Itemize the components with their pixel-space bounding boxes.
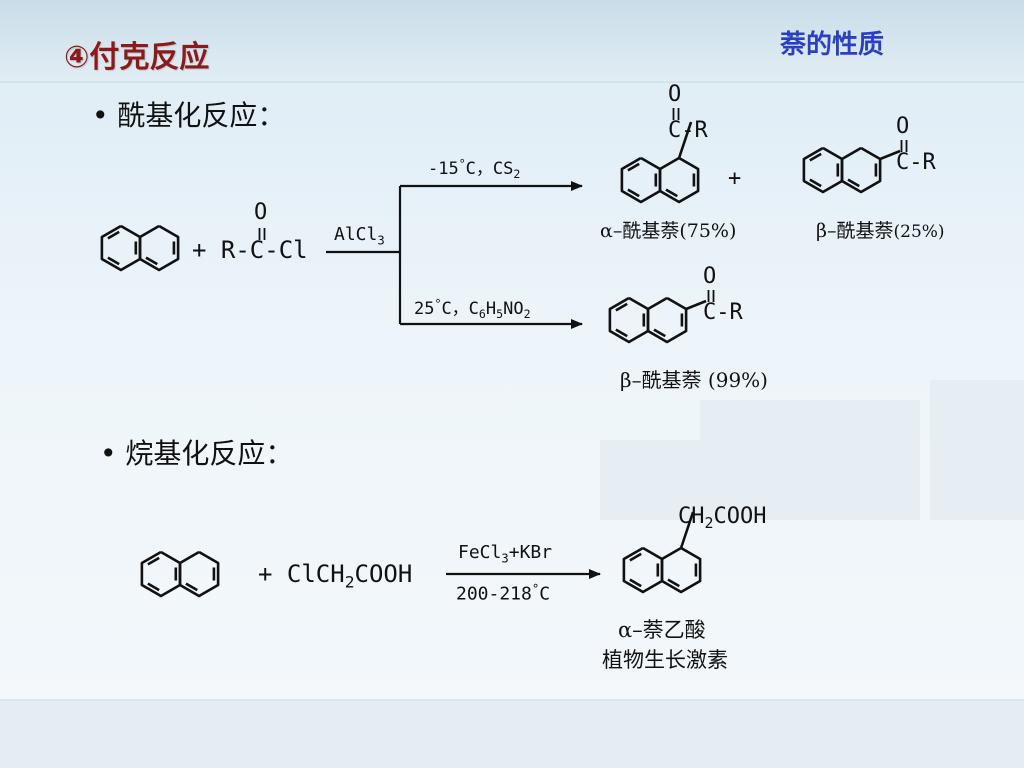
naphthalene-ring-bond [802,146,844,194]
naphthalene-double-bond [653,328,666,338]
alpha-product-o: O [668,82,682,107]
reagent-carbonyl-o: O [254,200,268,225]
bullet-acylation: • 酰基化反应： [92,99,286,132]
naphthalene-ring-bond [620,156,662,204]
naphthalene-double-bond [615,328,628,338]
naphthalene-ring-bond [622,546,664,594]
naphthalene-double-bond [627,188,640,198]
beta-lower-cr: C-R [703,300,743,325]
naphthalene-ring-bond [840,146,882,194]
condition-lower: 25°C，C6H5NO2 [414,296,531,322]
alpha-substituent-bond [677,121,693,159]
naphthalene-reactant-alkylation [140,550,220,598]
beta-upper-label: β–酰基萘(25%) [816,220,945,242]
beta-lower-label: β–酰基萘 (99%) [620,368,768,392]
beta-upper-cr: C-R [896,150,936,175]
beta-upper-o: O [896,114,910,139]
naphthalene-double-bond [809,178,822,188]
section-title: 萘的性质 [780,30,885,60]
naphthalene-double-bond [665,188,678,198]
naphthalene-double-bond [809,152,822,162]
acylation-heading: 酰基化反应： [117,99,286,132]
naphthalene-double-bond [629,578,642,588]
naphthalene-reactant [100,224,180,272]
naphthalene-beta-lower-product [608,296,707,344]
alkylation-catalyst: FeCl3+KBr [458,542,553,566]
alkylation-condition: 200-218°C [456,582,551,605]
naphthalene-double-bond [629,552,642,562]
naphthalene-ring-bond [100,224,142,272]
catalyst-alcl3: AlCl3 [334,224,385,248]
alkylation-substituent-bond [679,511,695,549]
naphthalene-alkylation-product [622,511,702,594]
alpha-product-label: α–酰基萘(75%) [600,220,737,242]
beta-lower-substituent-bond [685,299,707,311]
naphthalene-double-bond [107,230,120,240]
alpha-product-cr: C-R [668,118,708,143]
alkylation-reagent: + ClCH2COOH [258,560,413,592]
naphthalene-double-bond [107,256,120,266]
naphthalene-double-bond [145,256,158,266]
naphthalene-double-bond [147,582,160,592]
alkylation-product-desc: 植物生长激素 [602,648,728,672]
naphthalene-ring-bond [658,156,700,204]
naphthalene-ring-bond [178,550,220,598]
naphthalene-ring-bond [138,224,180,272]
naphthalene-double-bond [627,162,640,172]
slide-title: ④付克反应 [64,40,210,75]
naphthalene-double-bond [615,302,628,312]
naphthalene-double-bond [667,578,680,588]
naphthalene-beta-upper-product [802,146,901,194]
naphthalene-double-bond [185,582,198,592]
alkylation-product-formula: CH2COOH [678,504,767,533]
beta-upper-substituent-bond [879,149,901,161]
naphthalene-alpha-product [620,121,700,204]
bullet-alkylation: • 烷基化反应： [100,437,294,470]
alkylation-heading: 烷基化反应： [125,437,294,470]
condition-upper: -15°C，CS2 [428,156,521,182]
naphthalene-ring-bond [646,296,688,344]
naphthalene-ring-bond [660,546,702,594]
naphthalene-double-bond [847,178,860,188]
naphthalene-ring-bond [140,550,182,598]
naphthalene-ring-bond [608,296,650,344]
naphthalene-double-bond [147,556,160,566]
alkylation-product-name: α–萘乙酸 [618,618,706,642]
reagent-acyl-chloride: + R-C-Cl [192,236,308,264]
beta-lower-o: O [703,264,717,289]
product-plus: + [728,166,742,191]
